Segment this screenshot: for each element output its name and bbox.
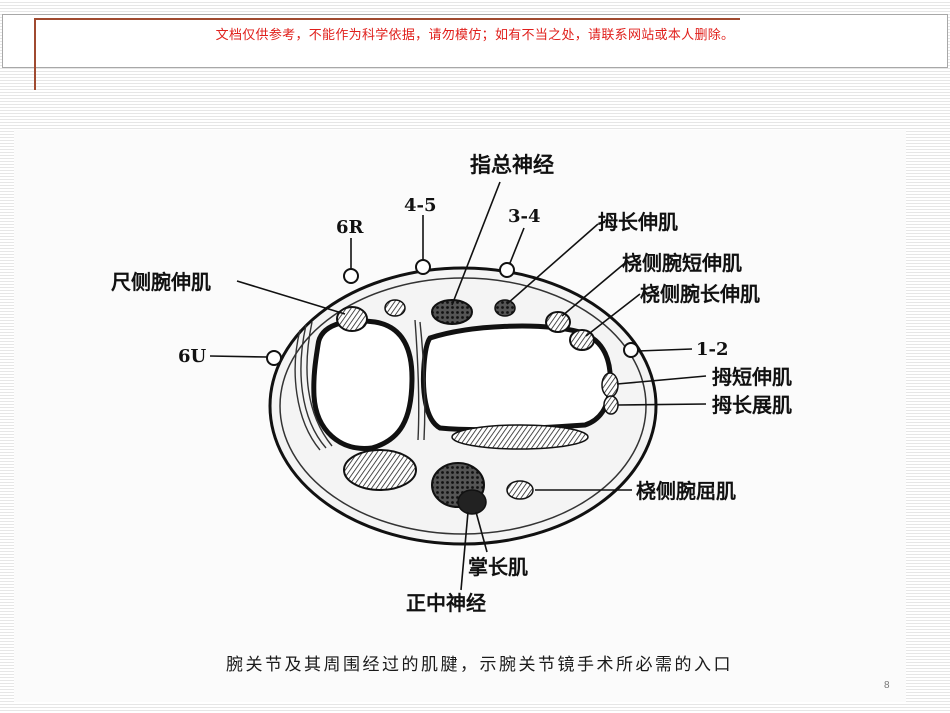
disclaimer-notice: 文档仅供参考，不能作为科学依据，请勿模仿；如有不当之处，请联系网站或本人删除。	[215, 28, 735, 43]
portal-4-5-marker	[415, 259, 431, 275]
label-extensor-digitorum-nerve: 指总神经	[470, 152, 554, 177]
leader-extensor-carpi-ulnaris	[236, 280, 346, 315]
label-extensor-pollicis-brevis: 拇短伸肌	[712, 365, 792, 389]
leader-median-nerve	[460, 511, 469, 591]
label-portal-6U: 6U	[178, 346, 207, 367]
leader-extensor-carpi-radialis-longus	[585, 293, 641, 337]
leader-3-4	[509, 227, 525, 264]
flexor-tendons-ulnar	[343, 449, 417, 491]
extensor-digiti-minimi-tendon	[384, 299, 406, 317]
portal-3-4-marker	[499, 262, 515, 278]
label-extensor-carpi-radialis-brevis: 桡侧腕短伸肌	[622, 251, 742, 275]
leader-extensor-carpi-radialis-brevis	[561, 262, 626, 317]
portal-6R-marker	[343, 268, 359, 284]
header-vertical-rule	[34, 18, 36, 90]
flexor-carpi-radialis-tendon	[506, 480, 534, 500]
portal-1-2-marker	[623, 342, 639, 358]
leader-extensor-digitorum-nerve	[451, 181, 501, 306]
label-extensor-carpi-ulnaris: 尺侧腕伸肌	[111, 270, 211, 294]
label-portal-6R: 6R	[336, 217, 365, 238]
figure-caption: 腕关节及其周围经过的肌腱，示腕关节镜手术所必需的入口	[226, 655, 733, 675]
leader-lines	[209, 181, 707, 591]
extensor-carpi-radialis-brevis-tendon	[545, 311, 571, 333]
label-abductor-pollicis-longus: 拇长展肌	[712, 393, 792, 417]
label-median-nerve: 正中神经	[406, 591, 486, 615]
extensor-carpi-ulnaris-tendon	[336, 306, 368, 332]
leader-extensor-pollicis-longus	[506, 223, 599, 305]
header-horizontal-rule	[34, 18, 740, 20]
page-number: 8	[884, 680, 890, 691]
leader-1-2	[637, 348, 693, 352]
label-portal-4-5: 4-5	[404, 195, 437, 216]
label-extensor-carpi-radialis-longus: 桡侧腕长伸肌	[640, 282, 760, 306]
ulnar-carpal-bone	[311, 318, 415, 451]
leader-abductor-pollicis-longus	[617, 403, 707, 406]
central-fibers	[414, 319, 426, 441]
label-flexor-carpi-radialis: 桡侧腕屈肌	[636, 479, 736, 503]
abductor-pollicis-longus-tendon	[603, 395, 619, 415]
label-portal-1-2: 1-2	[696, 339, 729, 360]
label-palmaris-longus: 掌长肌	[468, 555, 528, 579]
ulnar-fibers	[294, 321, 333, 451]
extensor-pollicis-longus-tendon	[494, 299, 516, 317]
portal-6U-marker	[266, 350, 282, 366]
extensor-pollicis-brevis-tendon	[601, 372, 619, 398]
leader-6U	[209, 355, 268, 358]
label-extensor-pollicis-longus: 拇长伸肌	[598, 210, 678, 234]
volar-carpal-ligament	[451, 424, 589, 450]
header-banner	[2, 14, 948, 68]
leader-palmaris-longus	[475, 511, 488, 553]
median-nerve-shape	[457, 489, 487, 515]
leader-extensor-pollicis-brevis	[616, 375, 707, 385]
extensor-digitorum-tendons	[431, 299, 473, 325]
label-portal-3-4: 3-4	[508, 206, 541, 227]
